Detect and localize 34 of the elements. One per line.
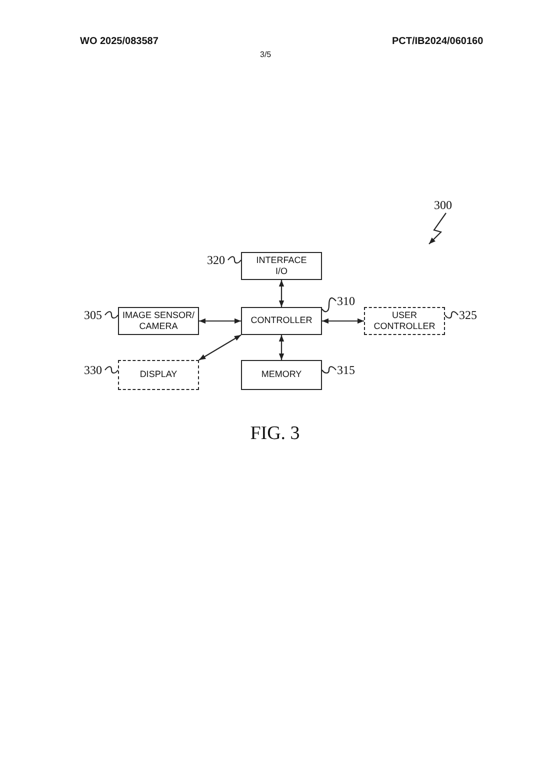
block-label: CONTROLLER bbox=[250, 315, 312, 327]
reference-numeral: 325 bbox=[459, 308, 477, 322]
reference-numeral: 310 bbox=[337, 294, 355, 308]
leader-line bbox=[104, 366, 118, 374]
header-text: PCT/IB2024/060160 bbox=[392, 36, 484, 47]
reference-numeral: 300 bbox=[434, 198, 452, 212]
block-box bbox=[364, 307, 445, 335]
reference-numeral: 315 bbox=[337, 363, 355, 377]
leader-line bbox=[444, 311, 458, 318]
block-box bbox=[118, 360, 199, 390]
arrow bbox=[199, 318, 241, 324]
block-label: INTERFACE I/O bbox=[255, 254, 308, 278]
arrow bbox=[198, 334, 242, 360]
header-text: 3/5 bbox=[260, 50, 272, 59]
block-box bbox=[241, 360, 322, 390]
leader-line bbox=[228, 256, 242, 264]
leader-arrow bbox=[428, 212, 446, 244]
leader-line bbox=[322, 366, 336, 374]
block-box bbox=[241, 252, 322, 280]
figure-caption: FIG. 3 bbox=[249, 423, 301, 445]
reference-numeral: 330 bbox=[84, 363, 102, 377]
arrow bbox=[278, 335, 284, 360]
block-box bbox=[241, 307, 322, 335]
leader-line bbox=[322, 298, 336, 312]
header-text: WO 2025/083587 bbox=[80, 36, 158, 47]
reference-numeral: 305 bbox=[84, 308, 102, 322]
block-label: MEMORY bbox=[261, 369, 302, 381]
block-label: IMAGE SENSOR/ CAMERA bbox=[121, 310, 196, 332]
reference-numeral: 320 bbox=[207, 253, 225, 267]
arrow bbox=[322, 318, 364, 324]
arrow bbox=[278, 280, 284, 307]
block-label: USER CONTROLLER bbox=[374, 310, 436, 332]
leader-line bbox=[104, 311, 118, 318]
block-label: DISPLAY bbox=[140, 369, 178, 381]
